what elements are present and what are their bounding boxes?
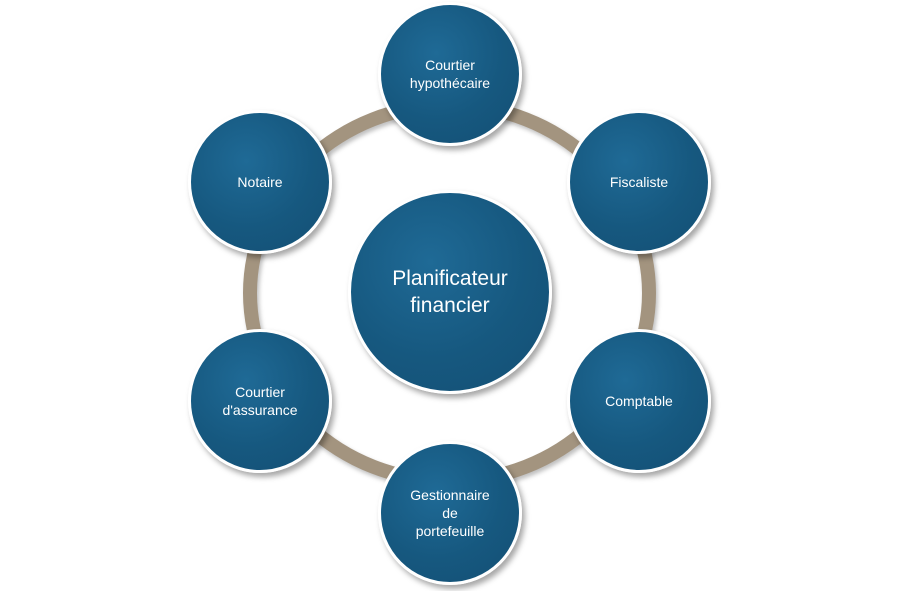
node-label: Comptable [605,393,673,409]
node-label: Courtier hypothécaire [409,57,491,91]
node-notaire: Notaire [188,110,332,254]
node-label: Gestionnaire de portefeuille [410,487,490,539]
center-node-planificateur-financier: Planificateur financier [348,190,552,394]
node-label: Notaire [237,174,283,190]
node-courtier-assurance: Courtier d'assurance [188,329,332,473]
node-comptable: Comptable [567,329,711,473]
node-gestionnaire-de-portefeuille: Gestionnaire de portefeuille [378,441,522,585]
node-label: Fiscaliste [609,174,669,190]
node-courtier-hypothecaire: Courtier hypothécaire [378,2,522,146]
node-label: Courtier d'assurance [222,384,298,418]
center-label: Planificateur financier [392,267,508,317]
node-fiscaliste: Fiscaliste [567,110,711,254]
